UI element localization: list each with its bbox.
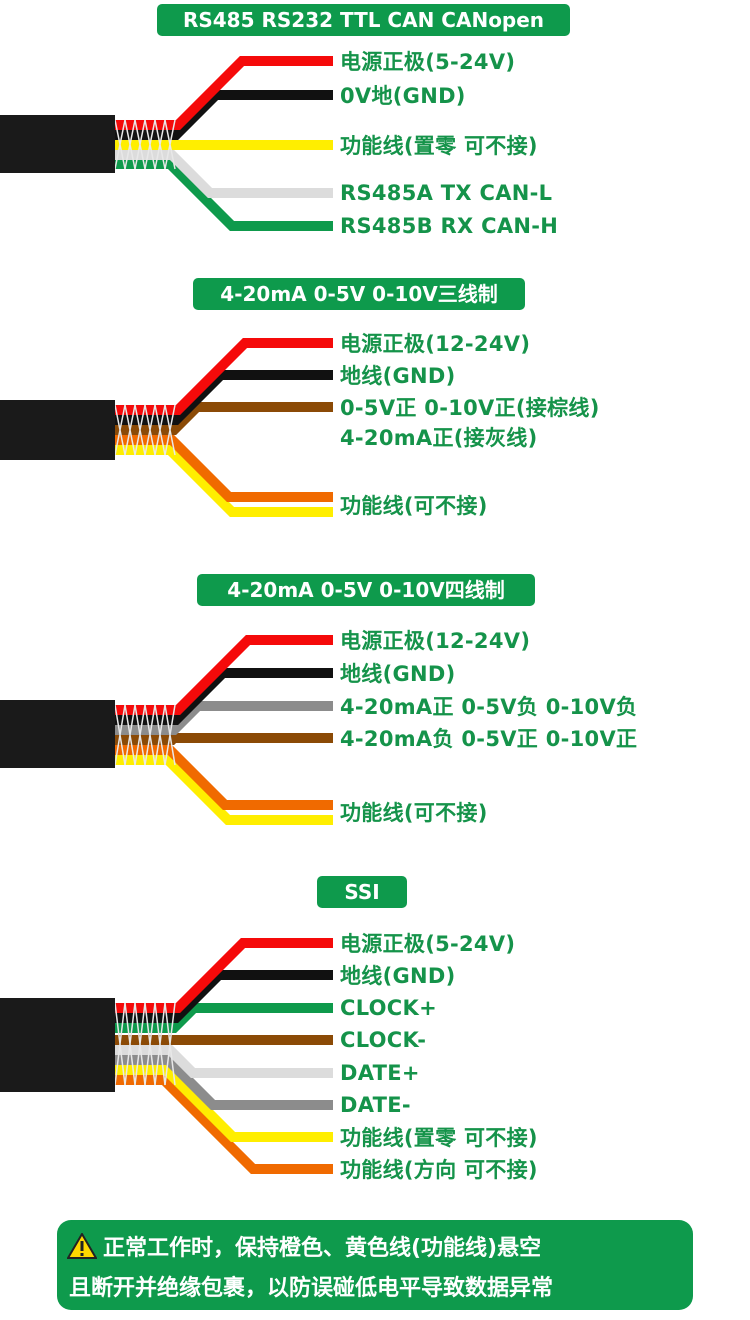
wire-black	[112, 370, 333, 425]
section-title-badge: 4-20mA 0-5V 0-10V四线制	[197, 574, 535, 606]
shield-braid	[134, 704, 146, 766]
wire-label: 地线(GND)	[340, 662, 456, 686]
wire-label: 0V地(GND)	[340, 84, 466, 108]
shield-braid	[124, 704, 136, 766]
shield-braid	[114, 404, 126, 456]
wire-label: 功能线(可不接)	[340, 494, 488, 518]
shield-braid	[124, 119, 136, 170]
cable-jacket	[0, 115, 115, 173]
wire-red	[112, 338, 333, 415]
shield-braid	[164, 1002, 176, 1086]
wire-label: DATE+	[340, 1061, 420, 1085]
shield-braid	[144, 704, 156, 766]
wire-label: CLOCK+	[340, 996, 437, 1020]
wire-label: 功能线(方向 可不接)	[340, 1158, 538, 1182]
wire-label: 电源正极(5-24V)	[340, 932, 516, 956]
shield-braid	[114, 1002, 126, 1086]
section-title-badge: RS485 RS232 TTL CAN CANopen	[157, 4, 570, 36]
shield-braid	[144, 404, 156, 456]
shield-braid	[154, 1002, 166, 1086]
wire-black	[112, 90, 333, 140]
shield-braid	[154, 704, 166, 766]
shield-braid	[114, 704, 126, 766]
shield-braid	[144, 119, 156, 170]
wire-label: 功能线(置零 可不接)	[340, 1126, 538, 1150]
shield-braid	[164, 404, 176, 456]
wire-label: 地线(GND)	[340, 964, 456, 988]
shield-braid	[134, 1002, 146, 1086]
shield-braid	[134, 404, 146, 456]
warning-line-2: 且断开并绝缘包裹，以防误碰低电平导致数据异常	[69, 1276, 554, 1301]
wire-label: CLOCK-	[340, 1028, 427, 1052]
wire-yellow	[112, 445, 333, 517]
wire-gray	[112, 701, 333, 735]
wire-label: 0-5V正 0-10V正(接棕线)	[340, 396, 600, 420]
cable-jacket	[0, 400, 115, 460]
wire-label: 功能线(可不接)	[340, 801, 488, 825]
wire-label: 电源正极(12-24V)	[340, 629, 531, 653]
shield-braid	[154, 119, 166, 170]
warning-triangle-icon	[67, 1233, 97, 1259]
cable-jacket	[0, 998, 115, 1092]
wire-green	[112, 159, 333, 231]
shield-braid	[144, 1002, 156, 1086]
wire-yellow	[112, 755, 333, 825]
wire-brown	[112, 733, 333, 745]
section-title-badge: SSI	[317, 876, 407, 908]
shield-braid	[114, 119, 126, 170]
wire-label: 地线(GND)	[340, 364, 456, 388]
wire-brown	[112, 402, 333, 435]
section-title-badge: 4-20mA 0-5V 0-10V三线制	[193, 278, 525, 310]
wire-gray	[112, 1055, 333, 1110]
wire-label: 4-20mA正 0-5V负 0-10V负	[340, 695, 638, 719]
shield-braid	[124, 1002, 136, 1086]
cable-jacket	[0, 700, 115, 768]
wire-label: RS485B RX CAN-H	[340, 214, 559, 238]
shield-braid	[154, 404, 166, 456]
warning-box: 正常工作时，保持橙色、黄色线(功能线)悬空 且断开并绝缘包裹，以防误碰低电平导致…	[57, 1220, 693, 1310]
wire-green	[112, 1003, 333, 1033]
wire-red	[112, 56, 333, 130]
shield-braid	[164, 704, 176, 766]
warning-line-1: 正常工作时，保持橙色、黄色线(功能线)悬空	[103, 1236, 542, 1261]
shield-braid	[164, 119, 176, 170]
wire-label: 功能线(置零 可不接)	[340, 134, 538, 158]
wire-orange	[112, 745, 333, 810]
wire-label: DATE-	[340, 1093, 411, 1117]
wire-label: RS485A TX CAN-L	[340, 181, 553, 205]
wire-black	[112, 970, 333, 1023]
shield-braid	[134, 119, 146, 170]
wire-red	[112, 635, 333, 715]
wire-label: 4-20mA负 0-5V正 0-10V正	[340, 727, 638, 751]
wire-label: 电源正极(5-24V)	[340, 50, 516, 74]
wire-orange	[112, 1075, 333, 1174]
wire-label: 电源正极(12-24V)	[340, 332, 531, 356]
wire-label: 4-20mA正(接灰线)	[340, 426, 538, 450]
wire-black	[112, 668, 333, 725]
shield-braid	[124, 404, 136, 456]
wire-yellow	[112, 1065, 333, 1142]
